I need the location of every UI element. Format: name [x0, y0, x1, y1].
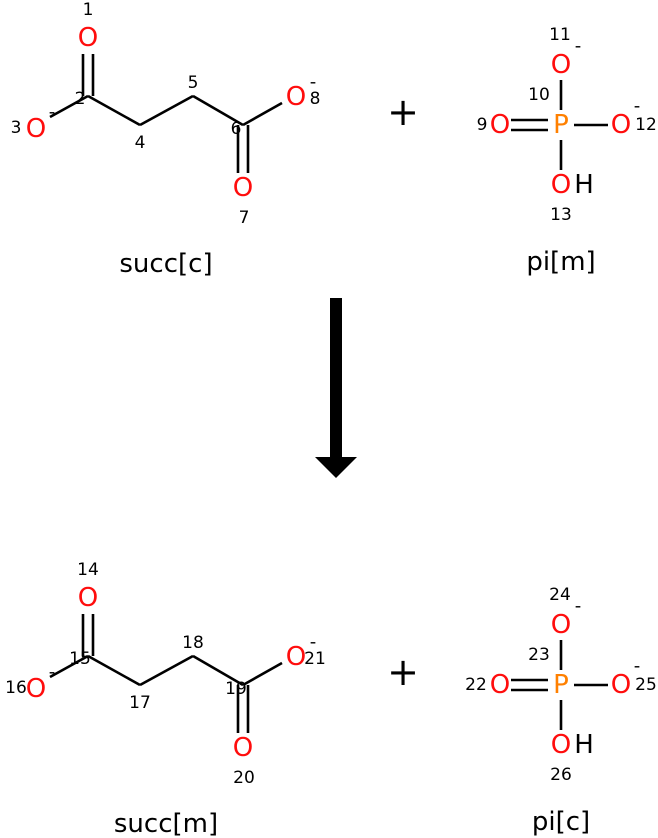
bond — [192, 94, 244, 127]
bond — [242, 661, 283, 687]
atom-number: 14 — [77, 560, 99, 580]
atom-number: 1 — [83, 0, 94, 20]
atom-number: 23 — [528, 645, 550, 665]
atom-number: 24 — [549, 585, 571, 605]
atom-number: 3 — [11, 118, 22, 138]
atom-number: 26 — [550, 765, 572, 785]
plus-sign: + — [387, 650, 419, 694]
bond — [87, 654, 141, 687]
atom-number: 12 — [635, 115, 657, 135]
oxygen-atom: O — [233, 733, 253, 763]
negative-charge: - — [575, 36, 582, 57]
atom-number: 8 — [310, 89, 321, 109]
negative-charge: - — [575, 596, 582, 617]
atom-number: 6 — [231, 119, 242, 139]
oxygen-atom: O — [78, 583, 98, 613]
phosphorus-atom: P — [553, 110, 569, 140]
negative-charge: - — [49, 662, 56, 683]
atom-number: 17 — [129, 693, 151, 713]
bond — [139, 654, 194, 687]
atom-number: 16 — [5, 678, 27, 698]
atom-number: 25 — [635, 675, 657, 695]
negative-charge: - — [634, 656, 641, 677]
atom-number: 22 — [465, 675, 487, 695]
oxygen-atom: O — [551, 170, 571, 200]
bond — [139, 94, 194, 127]
oxygen-atom: O — [286, 642, 306, 672]
phosphorus-atom: P — [553, 670, 569, 700]
atom-number: 4 — [135, 133, 146, 153]
bond — [49, 94, 89, 119]
compound-name: pi[m] — [526, 247, 595, 277]
bond — [242, 101, 283, 127]
oxygen-atom: O — [551, 50, 571, 80]
atom-number: 2 — [75, 89, 86, 109]
hydrogen-atom: H — [574, 170, 594, 200]
atom-number: 15 — [69, 649, 91, 669]
reaction-arrow — [315, 298, 357, 478]
atom-number: 19 — [225, 679, 247, 699]
bond — [192, 654, 244, 687]
atom-number: 20 — [233, 768, 255, 788]
oxygen-atom: O — [233, 173, 253, 203]
oxygen-atom: O — [26, 674, 46, 704]
oxygen-atom: O — [551, 610, 571, 640]
negative-charge: - — [49, 102, 56, 123]
atom-number: 21 — [304, 649, 326, 669]
atom-number: 11 — [549, 25, 571, 45]
atom-number: 18 — [182, 633, 204, 653]
atom-number: 9 — [477, 115, 488, 135]
oxygen-atom: O — [26, 114, 46, 144]
atom-number: 10 — [528, 85, 550, 105]
oxygen-atom: O — [490, 110, 510, 140]
hydrogen-atom: H — [574, 730, 594, 760]
plus-sign: + — [387, 90, 419, 134]
atom-number: 7 — [239, 208, 250, 228]
oxygen-atom: O — [490, 670, 510, 700]
bond — [49, 654, 89, 679]
compound-name: pi[c] — [532, 807, 590, 837]
atom-number: 5 — [188, 73, 199, 93]
bond — [87, 94, 141, 127]
oxygen-atom: O — [78, 23, 98, 53]
atom-number: 13 — [550, 205, 572, 225]
negative-charge: - — [634, 96, 641, 117]
oxygen-atom: O — [611, 110, 631, 140]
oxygen-atom: O — [286, 82, 306, 112]
compound-name: succ[m] — [114, 809, 218, 838]
negative-charge: - — [310, 632, 317, 653]
oxygen-atom: O — [611, 670, 631, 700]
compound-name: succ[c] — [119, 249, 212, 279]
negative-charge: - — [310, 72, 317, 93]
oxygen-atom: O — [551, 730, 571, 760]
